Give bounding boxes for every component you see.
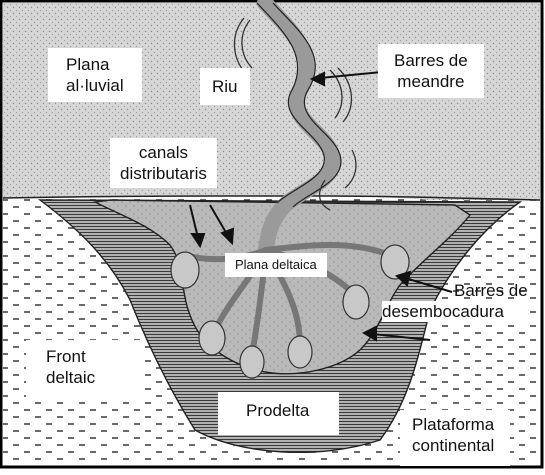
label-plana-alluvial-line1: Plana [66, 54, 124, 75]
label-front-deltaic-line2: deltaic [46, 367, 95, 388]
label-canals-distributaris: canals distributaris [110, 138, 217, 188]
label-barres-meandre-line2: meandre [394, 71, 468, 92]
label-plana-alluvial-line2: al·luvial [66, 75, 124, 96]
label-prodelta-text: Prodelta [246, 400, 309, 421]
label-front-deltaic-line1: Front [46, 346, 95, 367]
label-plataforma-continental: Plataforma continental [400, 410, 510, 466]
label-plana-deltaica: Plana deltaica [225, 253, 327, 277]
label-plataforma-line2: continental [412, 435, 494, 456]
label-plana-alluvial: Plana al·luvial [48, 48, 142, 102]
label-barres-meandre-line1: Barres de [394, 50, 468, 71]
label-plataforma-line1: Plataforma [412, 414, 494, 435]
label-prodelta: Prodelta [218, 392, 339, 435]
label-plana-deltaica-text: Plana deltaica [235, 257, 317, 273]
label-barres-meandre: Barres de meandre [378, 44, 484, 98]
label-barres-desembocadura-line2: desembocadura [382, 301, 528, 322]
label-riu: Riu [200, 68, 250, 105]
label-riu-text: Riu [212, 76, 238, 97]
label-front-deltaic: Front deltaic [26, 340, 145, 400]
label-canals-line1: canals [120, 142, 207, 163]
label-barres-desembocadura: Barres de desembocadura [378, 276, 532, 326]
label-canals-line2: distributaris [120, 163, 207, 184]
label-barres-desembocadura-line1: Barres de [382, 280, 528, 301]
